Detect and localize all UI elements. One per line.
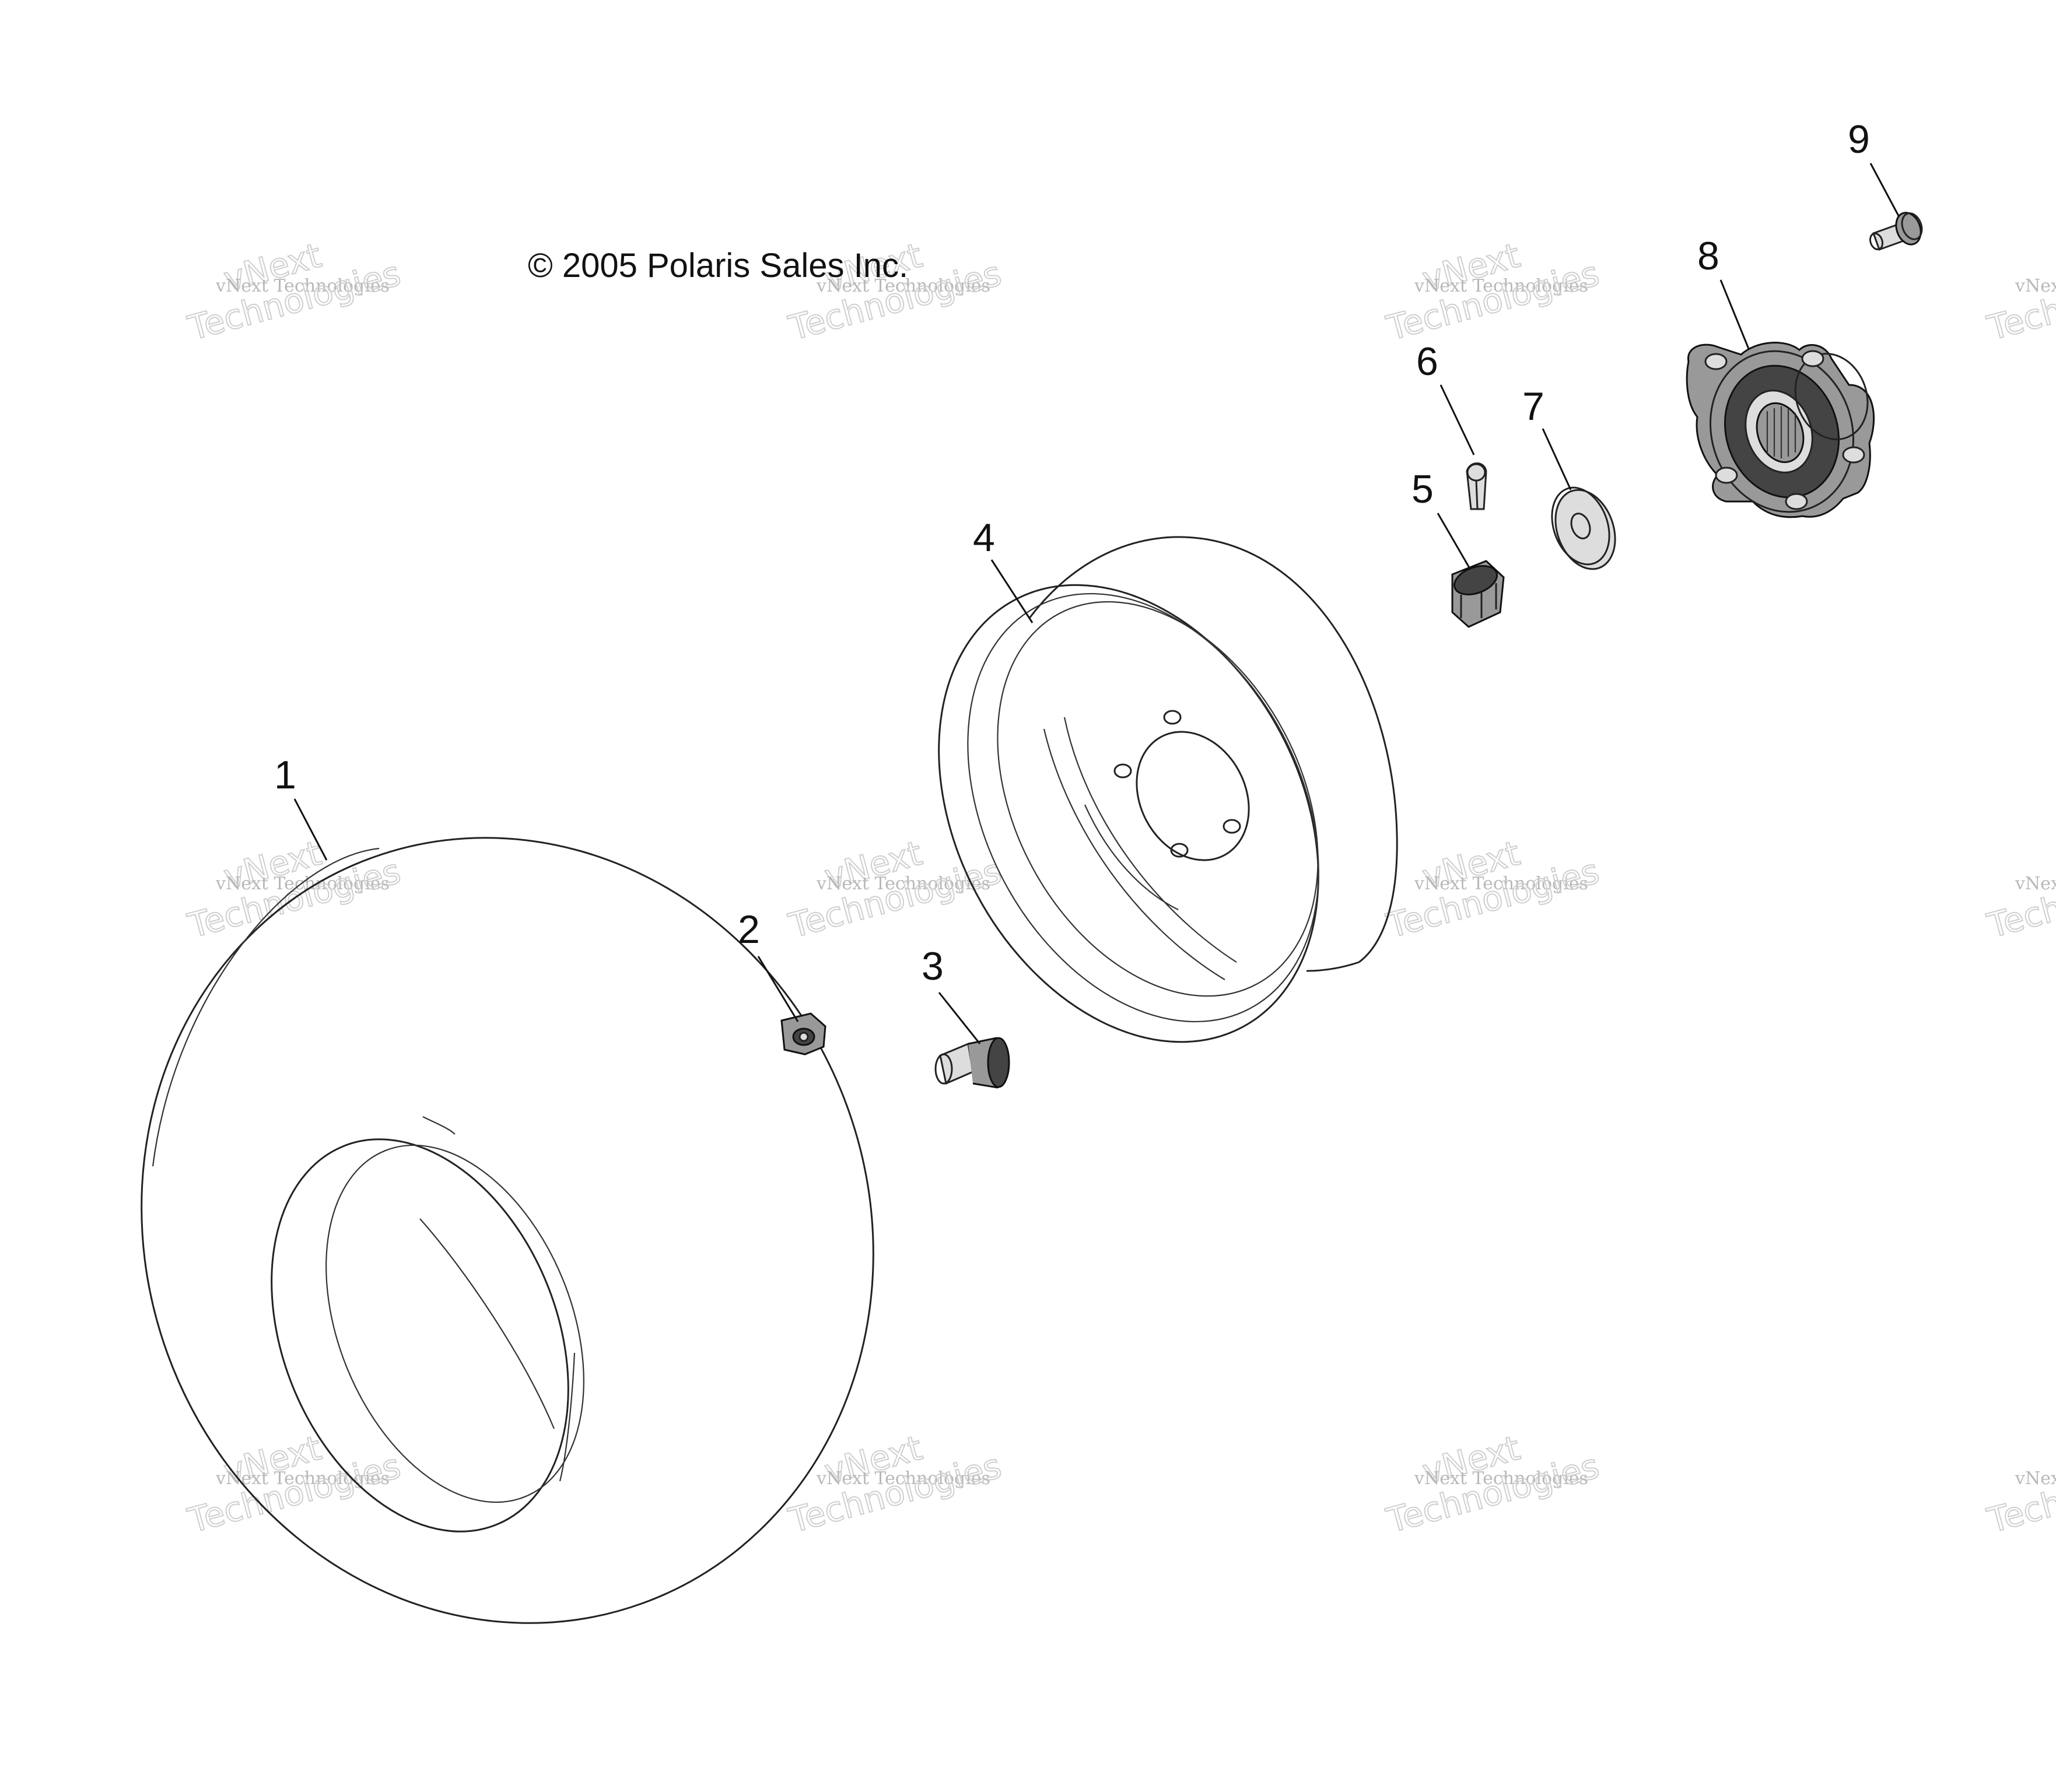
leader-line-1: [293, 798, 328, 861]
part-castle-nut: [1451, 560, 1505, 628]
svg-text:vNext Technologies: vNext Technologies: [1414, 874, 1588, 894]
svg-text:vNext Technologies: vNext Technologies: [2015, 276, 2056, 296]
leader-line-3: [938, 992, 981, 1044]
leader-line-8: [1719, 279, 1750, 349]
leader-line-9: [1869, 163, 1900, 216]
watermark: vNext vNext Technologies Technologies: [1382, 1428, 1603, 1541]
svg-text:vNext Technologies: vNext Technologies: [215, 276, 390, 296]
leader-lines: [293, 163, 1900, 1044]
svg-text:vNext Technologies: vNext Technologies: [215, 874, 390, 894]
watermark: vNext vNext Technologies Technologies: [784, 833, 1006, 946]
leader-line-7: [1542, 428, 1572, 490]
callout-2: 2: [738, 907, 760, 952]
part-hub-bolt: [1869, 212, 1923, 251]
leader-line-6: [1439, 384, 1475, 455]
leader-line-4: [990, 559, 1034, 623]
part-wheel-rim: [938, 536, 1398, 1043]
svg-text:vNext Technologies: vNext Technologies: [816, 1468, 990, 1489]
watermark: vNext vNext Technologies Technologies: [784, 1428, 1006, 1541]
callout-3: 3: [922, 944, 944, 988]
part-tire: [141, 837, 874, 1624]
watermark: vNext vNext Technologies Technologies: [183, 235, 405, 349]
part-valve-stem: [934, 1037, 1010, 1089]
svg-text:vNext Technologies: vNext Technologies: [1414, 276, 1588, 296]
part-washer: [1551, 486, 1616, 570]
callout-labels: 1 2 3 4 5 6 7 8 9: [274, 117, 1870, 988]
callout-5: 5: [1411, 467, 1434, 511]
watermark: vNext vNext Technologies Technologies: [1382, 833, 1603, 946]
leader-line-2: [757, 956, 799, 1022]
svg-text:vNext Technologies: vNext Technologies: [2015, 874, 2056, 894]
callout-8: 8: [1697, 234, 1719, 278]
svg-text:vNext Technologies: vNext Technologies: [816, 276, 990, 296]
svg-text:Technologies: Technologies: [1983, 254, 2056, 348]
watermark: vNext vNext Technologies Technologies: [183, 1428, 405, 1541]
svg-text:vNext Technologies: vNext Technologies: [2015, 1468, 2056, 1489]
part-cotter-pin: [1466, 462, 1487, 510]
svg-text:Technologies: Technologies: [1983, 1446, 2056, 1541]
callout-6: 6: [1416, 339, 1438, 384]
watermark: vNext vNext Technologies Technologies: [1382, 235, 1603, 349]
svg-text:vNext Technologies: vNext Technologies: [1414, 1468, 1588, 1489]
watermark: vNext Technologies Technologies: [1983, 1446, 2056, 1541]
svg-text:vNext Technologies: vNext Technologies: [816, 874, 990, 894]
part-wheel-hub: [1686, 342, 1875, 518]
watermark: vNext Technologies Technologies: [1983, 851, 2056, 946]
svg-text:Technologies: Technologies: [1983, 851, 2056, 946]
part-valve-nut: [780, 1012, 826, 1055]
copyright-notice: © 2005 Polaris Sales Inc.: [528, 247, 908, 285]
watermark: vNext Technologies Technologies: [1983, 253, 2056, 349]
callout-9: 9: [1848, 117, 1870, 162]
leader-line-5: [1437, 513, 1471, 569]
callout-7: 7: [1522, 384, 1544, 429]
callout-4: 4: [973, 515, 995, 560]
callout-1: 1: [274, 753, 296, 797]
